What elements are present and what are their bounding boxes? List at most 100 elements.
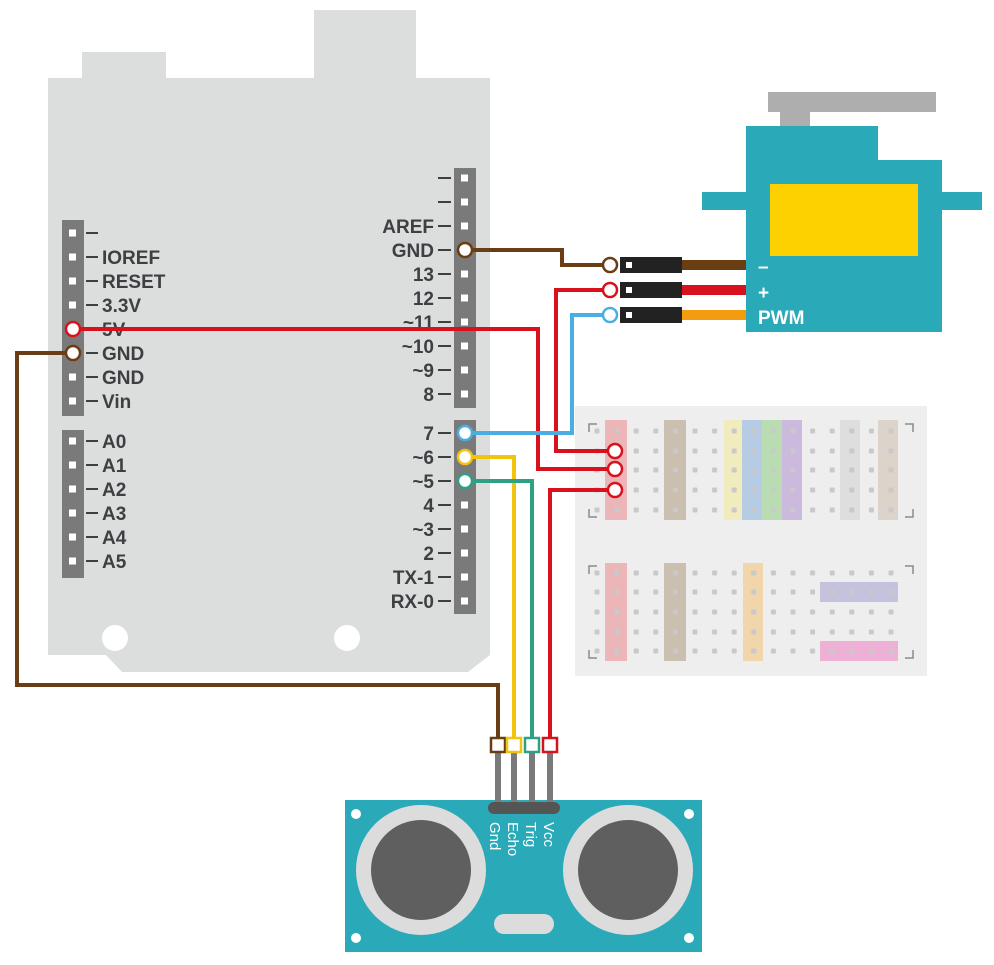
breadboard-hole [829,467,835,473]
breadboard-hole [888,448,894,454]
arduino-pin-label: A0 [102,432,126,453]
breadboard-hole [770,609,776,615]
breadboard-hole [692,609,698,615]
sensor-pin-leg [547,752,553,806]
header-pin [69,533,76,541]
breadboard-hole [712,487,718,493]
breadboard-hole [810,648,816,654]
breadboard-hole [614,507,620,513]
digital-header-bottom [454,420,476,614]
breadboard-hole [829,609,835,615]
breadboard-hole [614,609,620,615]
breadboard-corner-mark [905,650,914,659]
header-pin [461,174,468,182]
breadboard-hole [633,648,639,654]
arduino-pin-label: 2 [423,544,434,565]
breadboard-hole [672,609,678,615]
endpoint-breadboard [606,481,624,499]
endpoint-breadboard [606,460,624,478]
ultrasonic-sensor: Vcc Trig Echo Gnd [345,736,702,952]
header-pin [69,509,76,517]
breadboard-corner-mark [588,423,597,432]
breadboard-hole [829,507,835,513]
breadboard-hole [712,428,718,434]
breadboard-hole [672,570,678,576]
servo-connector-gnd [620,257,682,273]
breadboard-hole [712,467,718,473]
breadboard-hole [653,428,659,434]
breadboard-corner-mark [588,650,597,659]
breadboard-hole [829,570,835,576]
breadboard-hole [692,487,698,493]
header-pin [461,318,468,326]
breadboard-hole [868,507,874,513]
arduino-pin-label: ~9 [412,361,434,382]
breadboard-hole [692,428,698,434]
header-pin [461,597,468,605]
connector-pin [626,287,632,293]
breadboard-hole [829,648,835,654]
breadboard-hole [672,467,678,473]
servo-label-window [770,184,918,256]
sensor-mount-hole [684,809,694,819]
breadboard-hole [790,609,796,615]
breadboard-hole [849,428,855,434]
breadboard-hole [810,487,816,493]
breadboard-hole [653,609,659,615]
breadboard-hole [653,589,659,595]
breadboard-hole [770,507,776,513]
header-pin [461,573,468,581]
breadboard-hole [692,507,698,513]
breadboard-hole [614,589,620,595]
analog-header [62,430,84,578]
header-pin [461,366,468,374]
breadboard-hole [594,629,600,635]
breadboard-hole [868,609,874,615]
header-pin [461,549,468,557]
sensor-pin-leg [495,752,501,806]
arduino-pin-label: RESET [102,272,166,293]
arduino-pin-label: TX-1 [393,568,435,589]
breadboard-hole [849,589,855,595]
breadboard-corner-mark [905,423,914,432]
breadboard-hole [712,570,718,576]
arduino-pin-label: Vin [102,392,131,413]
breadboard-hole [672,448,678,454]
breadboard-hole [653,648,659,654]
breadboard-hole [731,507,737,513]
breadboard-hole [672,428,678,434]
breadboard-hole [868,467,874,473]
breadboard-hole [594,609,600,615]
breadboard-hole [692,629,698,635]
breadboard-hole [888,507,894,513]
header-pin [69,437,76,445]
breadboard-hole [888,428,894,434]
arduino-pin-label: A3 [102,504,126,525]
breadboard-hole [849,629,855,635]
breadboard-hole [692,448,698,454]
transducer-right [578,820,678,920]
wire-5v-to-breadboard [73,327,615,471]
sensor-terminal-trig [523,736,541,754]
wire-breadboard-to-servo-vcc [554,288,615,453]
breadboard-hole [594,570,600,576]
breadboard-hole [810,609,816,615]
header-pin [461,270,468,278]
breadboard-hole [751,648,757,654]
arduino-pin-label: GND [392,241,434,262]
breadboard-hole [692,467,698,473]
mounting-hole [334,625,360,651]
endpoint-servo-pwm [601,306,619,324]
breadboard-hole [731,487,737,493]
wire-breadboard-to-sensor-vcc [548,488,615,745]
sensor-terminal-echo [505,736,523,754]
breadboard-hole [692,589,698,595]
breadboard-corner-mark [588,509,597,518]
arduino-pin-label: GND [102,344,144,365]
breadboard-hole [731,467,737,473]
breadboard-hole [849,648,855,654]
endpoint-pin-7 [456,424,474,442]
arduino-pin-label: ~3 [412,520,434,541]
breadboard-hole [829,629,835,635]
breadboard-hole [868,448,874,454]
